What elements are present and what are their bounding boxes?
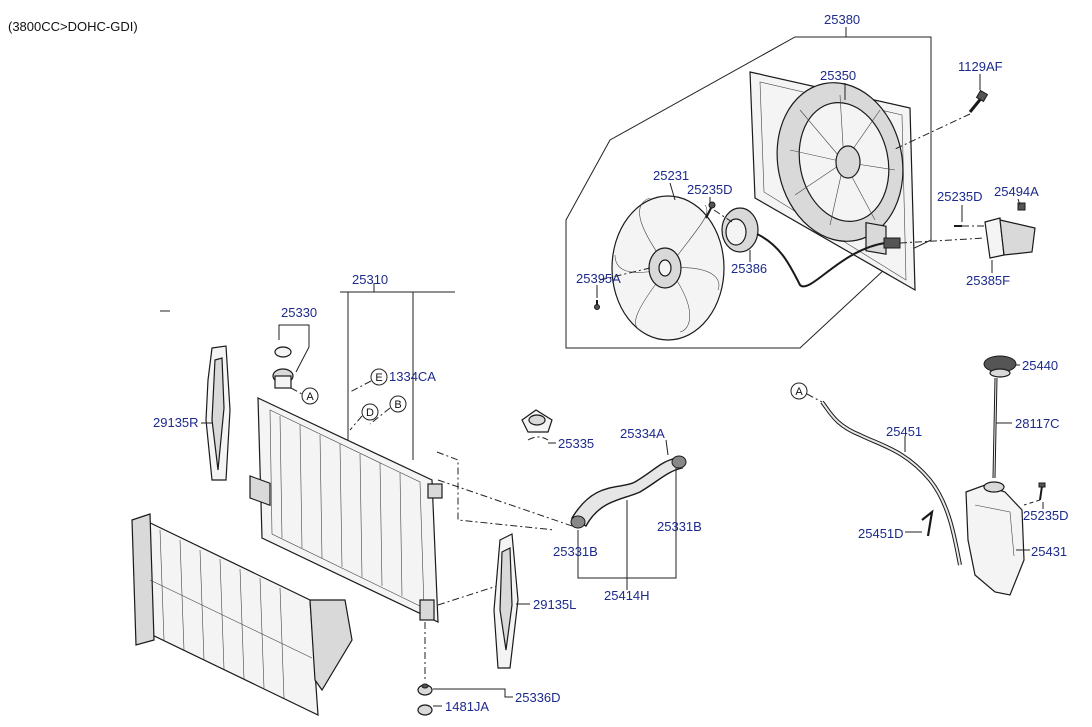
fan-resistor-25385f <box>984 202 1036 259</box>
hose-clip-25451d <box>921 509 934 537</box>
label-1334ca: 1334CA <box>389 369 436 384</box>
svg-text:A: A <box>795 386 803 398</box>
dash-hose-upper <box>436 451 556 531</box>
label-25235d-fan: 25235D <box>687 182 733 197</box>
callout-a-radiator: A <box>301 387 319 405</box>
condenser <box>131 513 353 716</box>
label-25231: 25231 <box>653 168 689 183</box>
callout-d: D <box>361 403 379 421</box>
hose-clamp-25331b-left <box>570 515 586 529</box>
svg-text:B: B <box>394 399 401 411</box>
label-1481ja: 1481JA <box>445 699 489 714</box>
level-gauge-28117c <box>992 377 998 479</box>
drain-plug-25336d <box>417 683 433 696</box>
cooling-fan-blade <box>611 195 725 341</box>
callout-e: E <box>370 368 388 386</box>
leader-25334a <box>665 439 669 456</box>
hose-clamp-25331b-right <box>671 455 687 469</box>
label-25395a: 25395A <box>576 271 621 286</box>
o-ring-1481ja <box>417 704 433 716</box>
callout-b: B <box>389 395 407 413</box>
reservoir-cap-25440 <box>983 355 1017 378</box>
leader-25494a <box>1017 198 1021 206</box>
label-25310: 25310 <box>352 272 388 287</box>
dash-connector <box>899 237 986 244</box>
dash-hose-lower <box>437 584 501 606</box>
label-25385f: 25385F <box>966 273 1010 288</box>
dash-callout-a2 <box>806 393 823 403</box>
svg-text:A: A <box>306 391 314 403</box>
label-25350: 25350 <box>820 68 856 83</box>
dash-callout-b <box>369 407 391 425</box>
svg-text:E: E <box>375 372 382 384</box>
label-25431: 25431 <box>1031 544 1067 559</box>
dash-1129af <box>892 113 971 151</box>
label-25336d: 25336D <box>515 690 561 705</box>
dash-screw-fan <box>713 209 733 223</box>
engine-code-header: (3800CC>DOHC-GDI) <box>8 19 138 34</box>
label-25494a: 25494A <box>994 184 1039 199</box>
label-25334a: 25334A <box>620 426 665 441</box>
label-25440: 25440 <box>1022 358 1058 373</box>
label-25331b-right: 25331B <box>657 519 702 534</box>
bolt-1129af <box>968 89 989 113</box>
label-25451: 25451 <box>886 424 922 439</box>
label-25331b-left: 25331B <box>553 544 598 559</box>
label-25235d-reservoir: 25235D <box>1023 508 1069 523</box>
label-25330: 25330 <box>281 305 317 320</box>
leader-25231 <box>669 182 676 201</box>
coolant-reservoir-25431 <box>965 481 1025 596</box>
callout-a-reservoir: A <box>790 382 808 400</box>
label-25380: 25380 <box>824 12 860 27</box>
label-29135l: 29135L <box>533 597 576 612</box>
label-28117c: 28117C <box>1015 416 1060 431</box>
screw-25395a <box>594 300 600 310</box>
label-29135r: 29135R <box>153 415 199 430</box>
dash-callout-a <box>290 387 303 395</box>
air-guard-29135r <box>205 345 231 481</box>
dash-25395a <box>599 267 651 281</box>
screw-25235d-reservoir <box>1038 482 1046 501</box>
dash-callout-e <box>349 380 372 393</box>
leader-25336d <box>433 688 513 698</box>
leader-25330 <box>278 324 310 373</box>
shroud-label-plate <box>865 221 887 255</box>
label-1129af: 1129AF <box>958 59 1003 74</box>
label-25235d-resistor: 25235D <box>937 189 983 204</box>
label-25451d: 25451D <box>858 526 904 541</box>
screw-25235d-fan <box>705 201 716 219</box>
radiator-cap-25335 <box>521 409 553 433</box>
fan-shroud-part <box>749 71 916 292</box>
dash-screw-reservoir <box>1023 499 1041 506</box>
radiator-core <box>249 397 443 623</box>
dash-25335 <box>527 436 549 441</box>
label-25414h: 25414H <box>604 588 650 603</box>
fan-motor <box>721 207 759 253</box>
radiator-cap-25330 <box>272 346 294 389</box>
dash-hose-mid <box>437 479 576 528</box>
motor-wire-harness <box>756 233 886 288</box>
svg-text:D: D <box>366 407 374 419</box>
label-25335: 25335 <box>558 436 594 451</box>
overflow-hose-inner <box>821 401 961 566</box>
fan-assembly-boundary <box>565 36 932 349</box>
label-25386: 25386 <box>731 261 767 276</box>
dash-callout-d <box>349 415 363 431</box>
air-guard-29135l <box>493 533 519 669</box>
harness-connector <box>883 237 901 249</box>
